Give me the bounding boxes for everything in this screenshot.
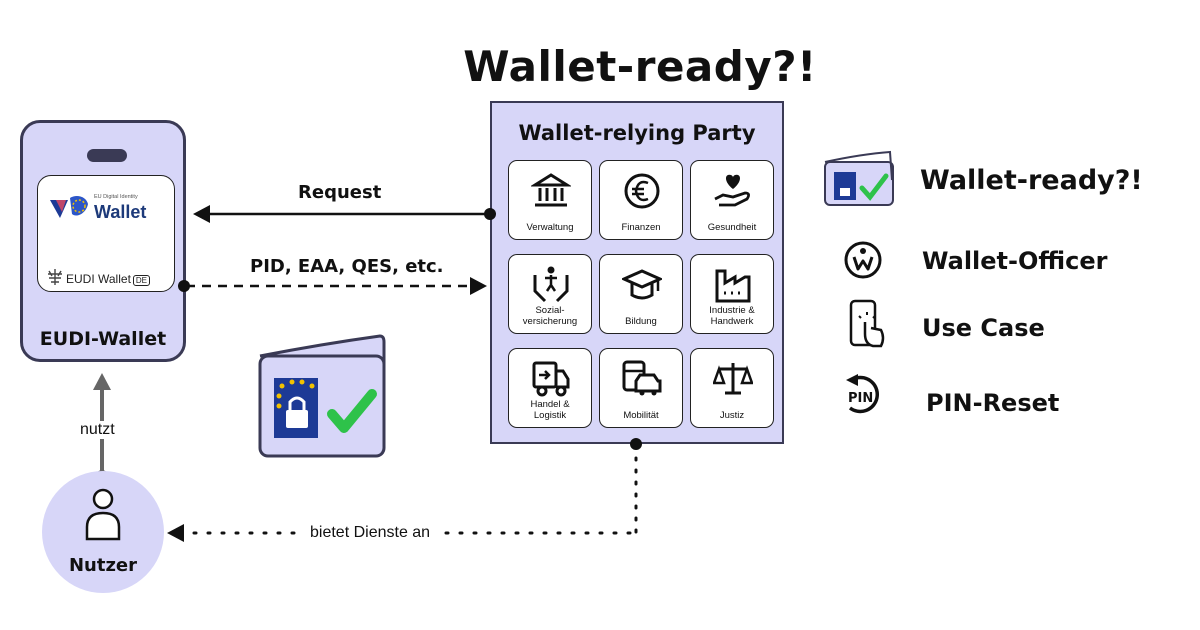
wallet-ready-badge-icon xyxy=(258,334,386,458)
eudi-de-text: EUDI Wallet xyxy=(66,272,131,286)
sector-tile-label: Gesundheit xyxy=(707,222,757,233)
eu-wallet-wordmark: Wallet xyxy=(94,202,147,222)
sector-tile: Finanzen xyxy=(599,160,683,240)
user-icon xyxy=(85,488,121,541)
sector-tile-label: Finanzen xyxy=(621,222,661,233)
sector-tile-label: Handel & Logistik xyxy=(530,399,570,421)
legend-pin-reset-label: PIN-Reset xyxy=(926,389,1060,417)
legend-wallet-officer-label: Wallet-Officer xyxy=(922,247,1108,275)
sector-tile-label: Bildung xyxy=(625,316,657,327)
legend-wallet-ready-icon xyxy=(824,150,894,206)
sector-tile: Verwaltung xyxy=(508,160,592,240)
de-badge: DE xyxy=(132,275,151,286)
legend-use-case-label: Use Case xyxy=(922,314,1045,342)
legend-pin-reset-icon: PIN xyxy=(846,374,879,414)
sector-tile: Industrie & Handwerk xyxy=(690,254,774,334)
sector-tile: Sozial- versicherung xyxy=(508,254,592,334)
uses-arrowhead xyxy=(93,373,111,390)
sector-tile: Handel & Logistik xyxy=(508,348,592,428)
legend-wallet-ready-label: Wallet-ready?! xyxy=(920,165,1143,196)
sector-tile: Bildung xyxy=(599,254,683,334)
uses-label: nutzt xyxy=(74,421,121,439)
request-label: Request xyxy=(298,182,382,203)
response-label: PID, EAA, QES, etc. xyxy=(250,256,444,277)
request-arrowhead xyxy=(193,205,210,223)
sector-tile-label: Verwaltung xyxy=(526,222,574,233)
svg-text:PIN: PIN xyxy=(848,391,873,406)
eagle-icon xyxy=(48,269,62,285)
user-circle: Nutzer xyxy=(42,471,164,593)
legend-use-case-icon xyxy=(849,299,885,348)
sector-tile: Justiz xyxy=(690,348,774,428)
phone-label: EUDI-Wallet xyxy=(39,328,167,350)
response-arrowhead xyxy=(470,277,487,295)
sector-tile: Gesundheit xyxy=(690,160,774,240)
page-title: Wallet-ready?! xyxy=(463,42,817,91)
sector-tile-label: Mobilität xyxy=(623,410,659,421)
offers-label: bietet Dienste an xyxy=(304,524,437,542)
request-dot xyxy=(484,208,496,220)
relying-party-box: Wallet-relying Party Verwaltung Finanzen G… xyxy=(490,101,784,444)
legend-wallet-officer-icon xyxy=(844,241,882,279)
eu-wallet-logo-icon xyxy=(50,196,88,218)
offers-arrowhead xyxy=(167,524,184,542)
eu-digital-identity-caption: EU Digital Identity xyxy=(94,194,138,200)
relying-party-title: Wallet-relying Party xyxy=(518,121,756,145)
sector-tile: Mobilität xyxy=(599,348,683,428)
sector-tile-label: Justiz xyxy=(719,410,745,421)
phone-notch xyxy=(87,149,127,162)
user-label: Nutzer xyxy=(68,555,138,576)
sector-tile-label: Industrie & Handwerk xyxy=(709,305,755,327)
sector-tile-label: Sozial- versicherung xyxy=(522,305,578,327)
response-dot xyxy=(178,280,190,292)
offers-dot xyxy=(630,438,642,450)
